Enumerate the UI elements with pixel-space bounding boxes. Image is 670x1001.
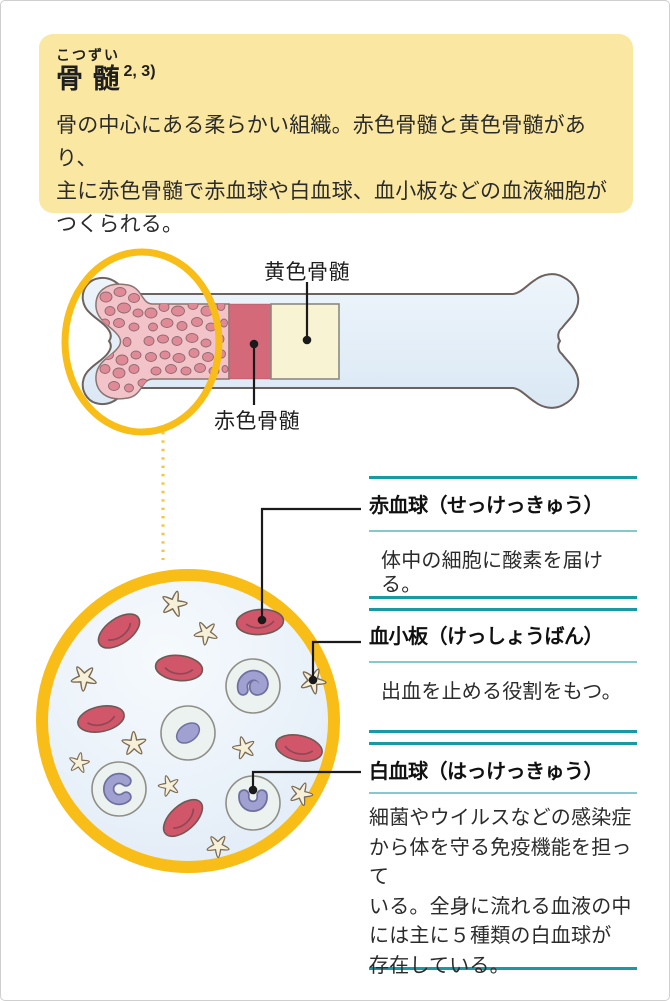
platelet-callout bbox=[308, 640, 361, 685]
section-label: 白血球（はっけっきゅう） bbox=[369, 761, 604, 783]
white-blood-cell bbox=[91, 761, 147, 817]
section-description: 出血を止める役割をもつ。 bbox=[381, 681, 622, 703]
rbc-callout bbox=[257, 507, 361, 625]
magnified-cells-circle bbox=[36, 507, 361, 873]
thin-divider bbox=[369, 792, 637, 794]
callout-dot bbox=[308, 675, 318, 685]
white-blood-cell bbox=[160, 705, 216, 761]
yellow-marrow-label: 黄色骨髄 bbox=[264, 261, 350, 284]
thin-divider bbox=[369, 530, 637, 532]
page-title: 骨 髄 bbox=[56, 64, 121, 94]
callout-dot bbox=[248, 785, 258, 795]
section-description: 体中の細胞に酸素を届ける。 bbox=[381, 550, 604, 596]
section-red-blood-cell: 赤血球（せっけっきゅう） 体中の細胞に酸素を届ける。 bbox=[369, 476, 637, 599]
title-row: 骨 髄 2, 3) bbox=[56, 64, 616, 96]
title-furigana: こつずい bbox=[56, 47, 120, 63]
section-label: 血小板（けっしょうばん） bbox=[369, 626, 604, 648]
section-description: 細菌やウイルスなどの感染症 から体を守る免疫機能を担って いる。全身に流れる血液… bbox=[369, 807, 632, 977]
section-label: 赤血球（せっけっきゅう） bbox=[369, 495, 604, 517]
red-marrow-label: 赤色骨髄 bbox=[214, 410, 300, 433]
wbc-callout bbox=[248, 770, 361, 795]
magnifier-ring bbox=[61, 248, 223, 436]
red-marrow-callout bbox=[249, 339, 259, 405]
definition-box: こつずい 骨 髄 2, 3) 骨の中心にある柔らかい組織。赤色骨髄と黄色骨髄があ… bbox=[39, 34, 633, 236]
yellow-marrow-callout bbox=[302, 282, 312, 345]
callout-dot bbox=[249, 339, 259, 349]
red-marrow-region bbox=[228, 303, 272, 380]
section-white-blood-cell: 白血球（はっけっきゅう） 細菌やウイルスなどの感染症 から体を守る免疫機能を担っ… bbox=[369, 742, 637, 977]
thin-divider bbox=[369, 661, 637, 663]
white-blood-cell bbox=[225, 658, 281, 714]
definition-text: 骨の中心にある柔らかい組織。赤色骨髄と黄色骨髄があり、 主に赤色骨髄で赤血球や白… bbox=[56, 114, 608, 236]
callout-dot bbox=[257, 615, 267, 625]
section-platelet: 血小板（けっしょうばん） 出血を止める役割をもつ。 bbox=[369, 608, 637, 733]
bone-illustration bbox=[61, 248, 580, 560]
callout-dot bbox=[302, 335, 312, 345]
reference-superscript: 2, 3) bbox=[123, 63, 156, 80]
